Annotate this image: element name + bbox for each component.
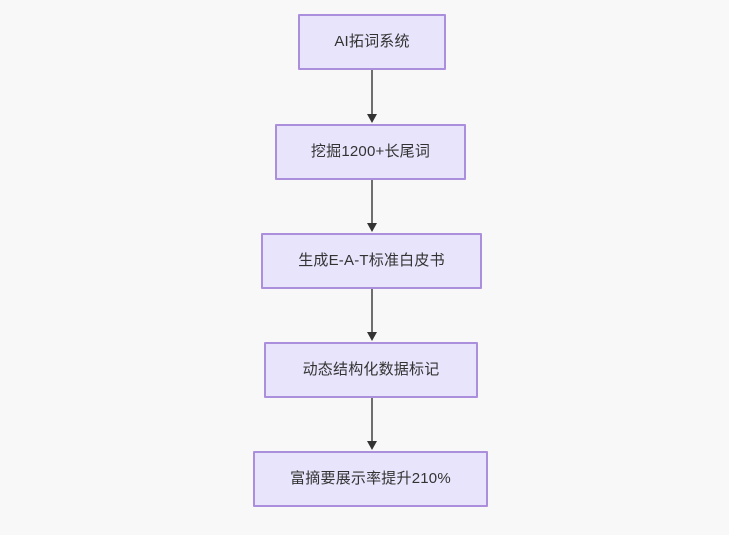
- flowchart-edge-3-arrow-icon: [367, 332, 377, 341]
- flowchart-edge-1-line: [371, 70, 373, 116]
- flowchart-edge-4-arrow-icon: [367, 441, 377, 450]
- flowchart-node-1-label: AI拓词系统: [334, 33, 410, 50]
- flowchart-edge-2-line: [371, 180, 373, 225]
- flowchart-node-4[interactable]: 动态结构化数据标记: [264, 342, 478, 398]
- flowchart-edge-3-line: [371, 289, 373, 334]
- flowchart-node-1[interactable]: AI拓词系统: [298, 14, 446, 70]
- flowchart-node-3[interactable]: 生成E-A-T标准白皮书: [261, 233, 482, 289]
- flowchart-node-2[interactable]: 挖掘1200+长尾词: [275, 124, 466, 180]
- flowchart-edge-4-line: [371, 398, 373, 443]
- flowchart-node-5[interactable]: 富摘要展示率提升210%: [253, 451, 488, 507]
- flowchart-node-5-label: 富摘要展示率提升210%: [290, 470, 451, 487]
- flowchart-node-2-label: 挖掘1200+长尾词: [310, 143, 431, 160]
- flowchart-edge-2-arrow-icon: [367, 223, 377, 232]
- flowchart-edge-1-arrow-icon: [367, 114, 377, 123]
- flowchart-node-3-label: 生成E-A-T标准白皮书: [298, 252, 445, 269]
- flowchart-node-4-label: 动态结构化数据标记: [302, 361, 440, 378]
